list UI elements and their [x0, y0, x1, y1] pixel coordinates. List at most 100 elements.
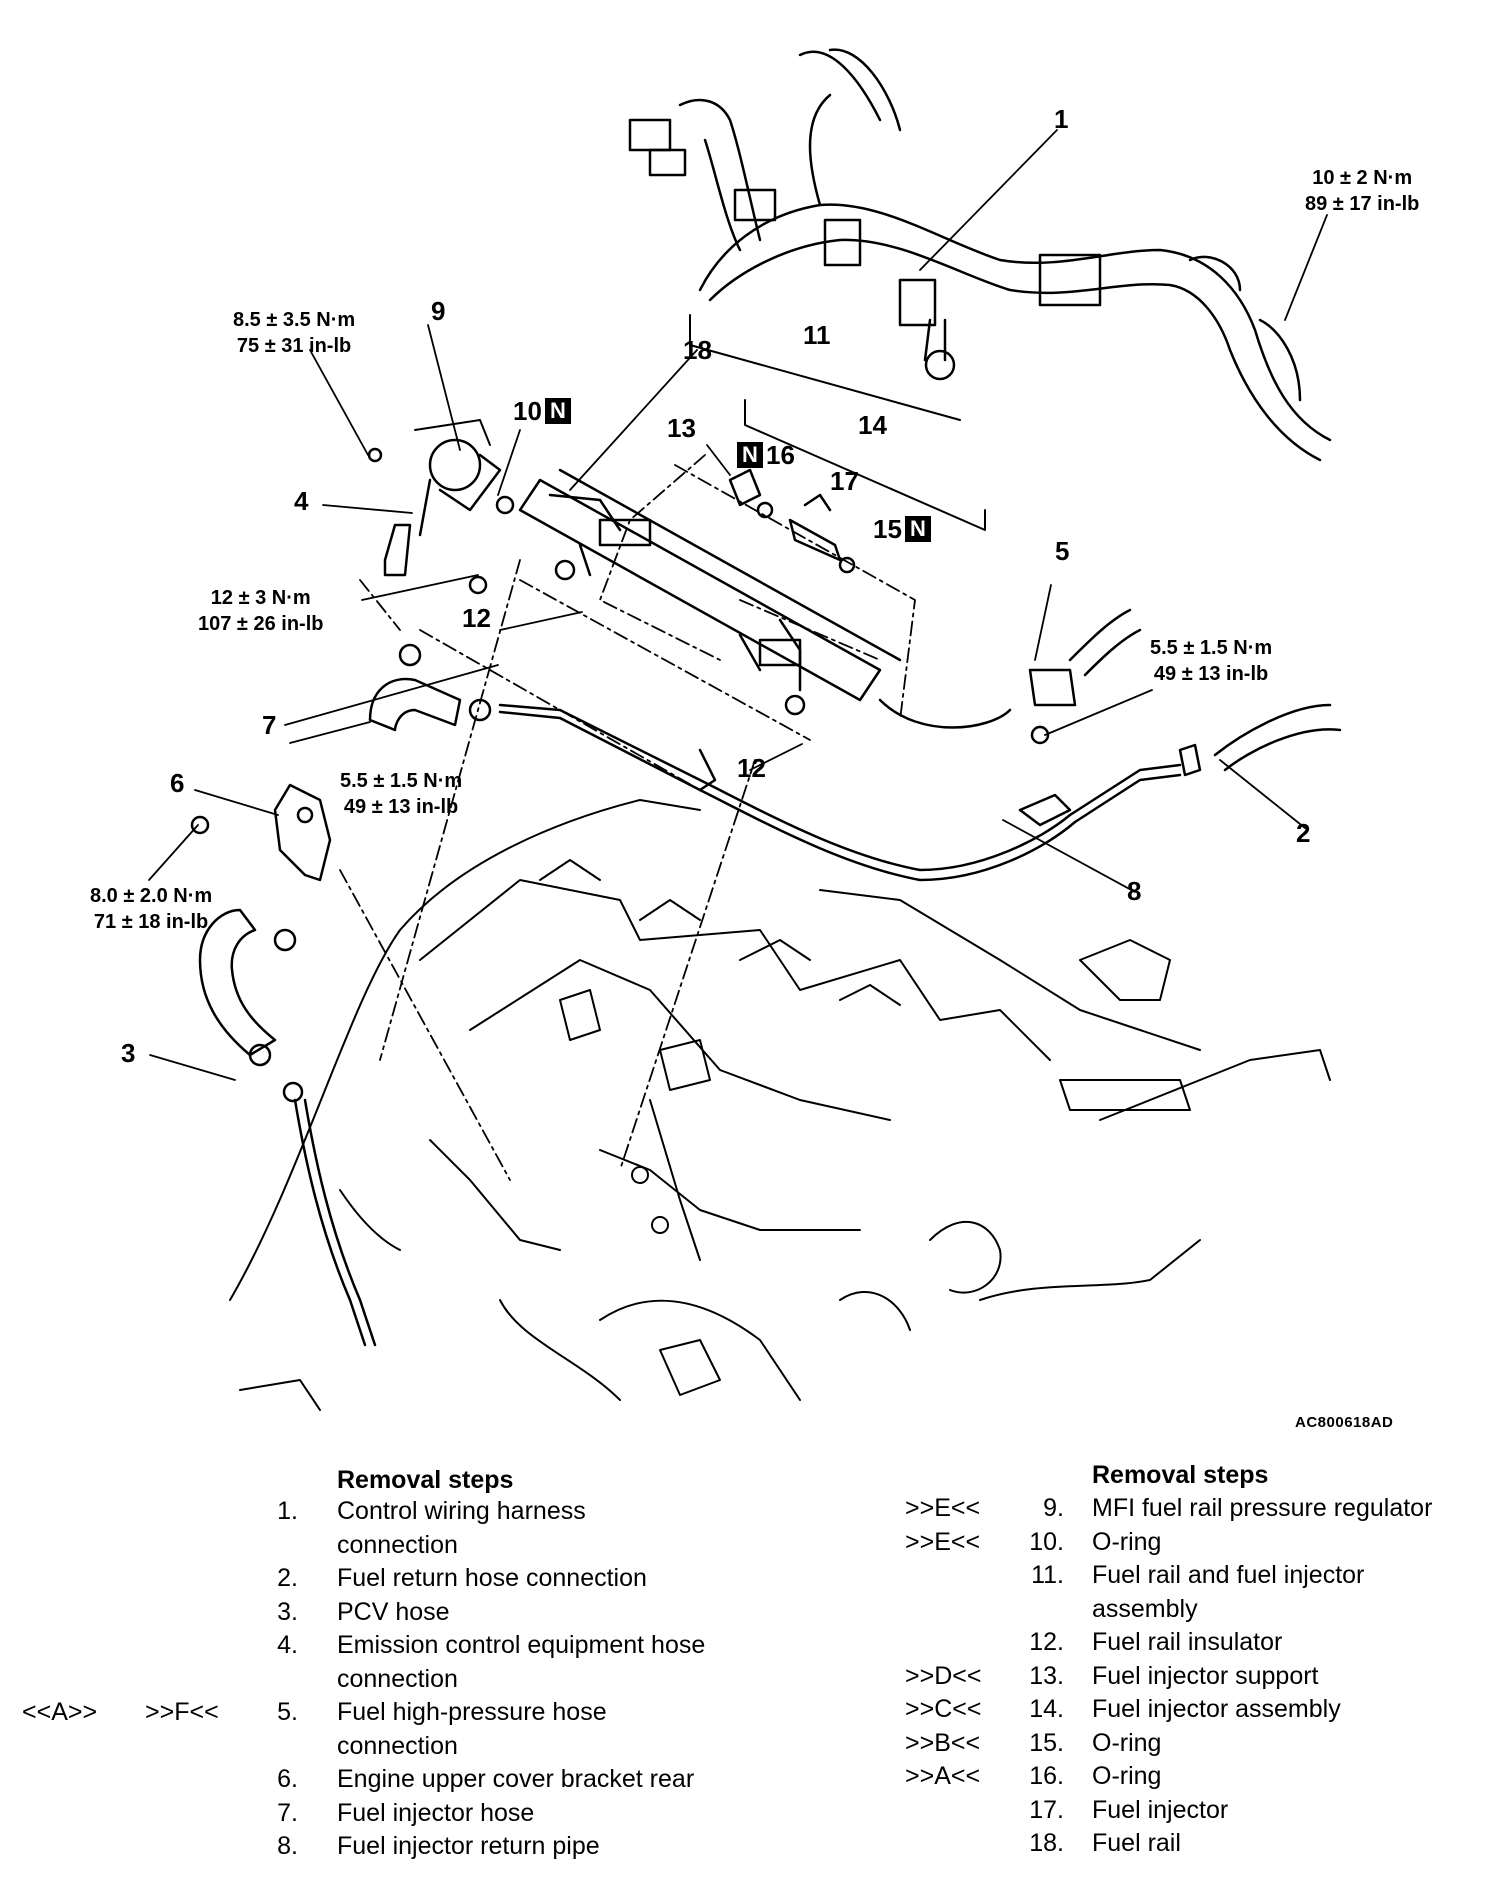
callout-8: 8: [1127, 876, 1142, 906]
torque-spec-3: 12 ± 3 N·m 107 ± 26 in-lb: [198, 585, 323, 637]
callout-14: 14: [858, 410, 887, 440]
callout-6: 6: [170, 768, 185, 798]
step-number: 6.: [277, 1765, 298, 1793]
step-ref: >>A<<: [905, 1762, 981, 1790]
step-number: 14.: [1029, 1695, 1064, 1723]
wiring-harness: [628, 48, 1332, 462]
step-text: Control wiring harness: [337, 1497, 586, 1525]
pressure-regulator: [367, 419, 515, 515]
step-text: Fuel return hose connection: [337, 1564, 647, 1592]
callout-9: 9: [431, 296, 446, 326]
callout-13: 13: [667, 413, 696, 443]
torque-inlb: 49 ± 13 in-lb: [1153, 663, 1269, 685]
callout-4: 4: [294, 486, 309, 516]
step-text: Fuel rail: [1092, 1829, 1181, 1857]
figure-id: AC800618AD: [1295, 1414, 1394, 1431]
engine-block: [229, 799, 1331, 1411]
step-text: PCV hose: [337, 1597, 450, 1626]
step-text: Emission control equipment hose: [337, 1631, 706, 1659]
step-text: connection: [337, 1731, 458, 1760]
engine-upper-cover-bracket: [190, 575, 488, 882]
torque-spec-5: 5.5 ± 1.5 N·m 49 ± 13 in-lb: [340, 768, 462, 820]
step-number: 4.: [277, 1631, 298, 1659]
fuel-high-pressure-hose: [878, 608, 1142, 729]
step-text: Fuel injector support: [1092, 1661, 1319, 1690]
step-text: Fuel high-pressure hose: [337, 1698, 607, 1726]
step-number: 2.: [277, 1564, 298, 1592]
step-ref: >>E<<: [905, 1527, 981, 1556]
step-text: O-ring: [1092, 1527, 1162, 1556]
callout-2: 2: [1296, 818, 1311, 848]
step-text: MFI fuel rail pressure regulator: [1092, 1494, 1433, 1522]
step-ref: >>E<<: [905, 1494, 981, 1522]
step-ref: >>D<<: [905, 1661, 982, 1690]
fuel-injector-return-pipe: [498, 703, 1182, 882]
torque-spec-1: 10 ± 2 N·m 89 ± 17 in-lb: [1305, 165, 1419, 217]
callout-11: 11: [803, 320, 831, 350]
step-number: 18.: [1029, 1829, 1064, 1857]
torque-spec-2: 8.5 ± 3.5 N·m 75 ± 31 in-lb: [233, 307, 355, 359]
step-text: O-ring: [1092, 1728, 1162, 1757]
torque-spec-6: 8.0 ± 2.0 N·m 71 ± 18 in-lb: [90, 883, 212, 935]
engine-fuel-system-diagram: [148, 48, 1342, 1411]
torque-nm: 12 ± 3 N·m: [210, 587, 311, 609]
emission-hose: [383, 478, 432, 577]
torque-nm: 5.5 ± 1.5 N·m: [1150, 637, 1273, 659]
n-mark-15: N: [904, 516, 931, 542]
torque-nm: 10 ± 2 N·m: [1312, 167, 1413, 189]
step-number: 7.: [277, 1798, 298, 1827]
callout-12a: 12: [462, 603, 491, 633]
left-list-title: Removal steps: [337, 1466, 514, 1494]
right-list-title: Removal steps: [1092, 1461, 1269, 1489]
fuel-rail: [518, 314, 986, 716]
torque-inlb: 89 ± 17 in-lb: [1305, 193, 1420, 215]
torque-inlb: 75 ± 31 in-lb: [236, 335, 352, 357]
callout-15-number: 15: [873, 514, 902, 544]
callout-12b: 12: [737, 753, 766, 783]
dash-dot-alignment-lines: [339, 454, 916, 1181]
n-mark-10: N: [544, 398, 571, 424]
step-number: 10.: [1029, 1527, 1064, 1556]
callout-3: 3: [121, 1038, 136, 1068]
torque-inlb: 71 ± 18 in-lb: [93, 911, 209, 933]
callout-10-number: 10: [513, 396, 542, 426]
torque-spec-4: 5.5 ± 1.5 N·m 49 ± 13 in-lb: [1150, 635, 1272, 687]
callout-18: 18: [683, 335, 712, 365]
leader-lines: [148, 129, 1328, 1081]
callout-5: 5: [1055, 536, 1070, 566]
step-ref-secondary: >>F<<: [145, 1698, 219, 1726]
step-text: Fuel injector return pipe: [337, 1832, 600, 1860]
step-text: connection: [337, 1664, 458, 1693]
step-text: assembly: [1092, 1594, 1198, 1623]
step-number: 11.: [1031, 1561, 1064, 1589]
step-number: 17.: [1029, 1795, 1064, 1824]
step-number: 9.: [1043, 1494, 1064, 1522]
step-ref: >>B<<: [905, 1728, 981, 1757]
step-ref-primary: <<A>>: [22, 1698, 98, 1726]
step-number: 5.: [277, 1698, 298, 1726]
step-number: 3.: [277, 1597, 298, 1626]
oil-dipstick: [282, 1081, 377, 1347]
torque-nm: 5.5 ± 1.5 N·m: [340, 770, 463, 792]
step-text: Fuel injector assembly: [1092, 1695, 1341, 1723]
torque-nm: 8.0 ± 2.0 N·m: [90, 885, 213, 907]
step-text: Fuel injector: [1092, 1795, 1229, 1824]
step-text: Fuel rail and fuel injector: [1092, 1561, 1365, 1589]
torque-inlb: 107 ± 26 in-lb: [198, 613, 324, 635]
step-number: 12.: [1029, 1628, 1064, 1656]
fuel-injector-parts: [728, 468, 856, 574]
torque-nm: 8.5 ± 3.5 N·m: [233, 309, 356, 331]
callout-17: 17: [830, 466, 859, 496]
step-text: Fuel injector hose: [337, 1798, 535, 1827]
callout-7: 7: [262, 710, 277, 740]
callout-1: 1: [1054, 104, 1069, 134]
step-text: O-ring: [1092, 1762, 1162, 1790]
step-text: Fuel rail insulator: [1092, 1628, 1283, 1656]
step-text: Engine upper cover bracket rear: [337, 1765, 695, 1793]
step-number: 16.: [1029, 1762, 1064, 1790]
pcv-hose: [198, 908, 297, 1067]
fuel-injector-hose: [368, 643, 492, 732]
